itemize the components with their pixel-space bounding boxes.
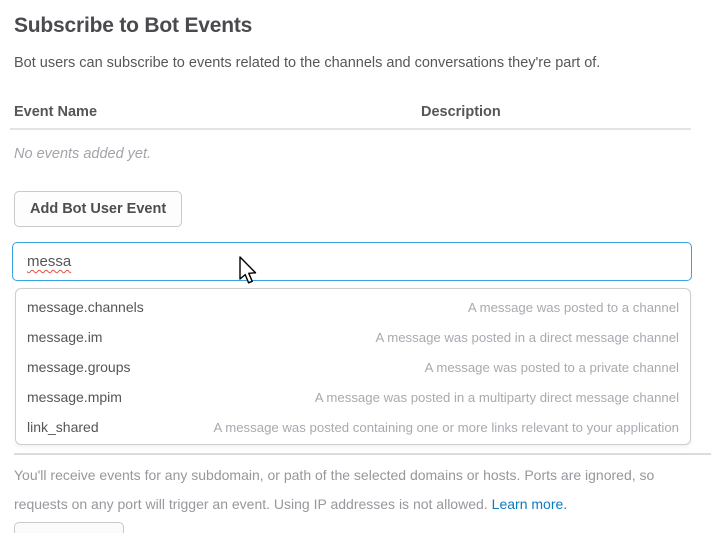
intro-text: Bot users can subscribe to events relate… xyxy=(14,55,601,71)
learn-more-link[interactable]: Learn more. xyxy=(491,496,568,512)
suggestion-name: message.mpim xyxy=(27,389,122,405)
column-header-event-name: Event Name xyxy=(14,104,98,120)
suggestion-name: message.im xyxy=(27,329,103,345)
event-suggestions-dropdown: message.channels A message was posted to… xyxy=(15,288,691,445)
event-search-value: messa xyxy=(27,253,72,270)
event-search-input[interactable]: messa xyxy=(12,242,692,281)
empty-events-message: No events added yet. xyxy=(14,146,152,162)
suggestion-description: A message was posted in a direct message… xyxy=(375,329,680,345)
suggestion-message-channels[interactable]: message.channels A message was posted to… xyxy=(16,292,690,322)
domains-note-text: You'll receive events for any subdomain,… xyxy=(14,467,655,512)
suggestion-name: message.channels xyxy=(27,299,144,315)
suggestion-message-im[interactable]: message.im A message was posted in a dir… xyxy=(16,322,690,352)
suggestion-message-mpim[interactable]: message.mpim A message was posted in a m… xyxy=(16,382,690,412)
page-title: Subscribe to Bot Events xyxy=(14,14,253,37)
partial-bottom-button[interactable] xyxy=(14,522,124,533)
suggestion-description: A message was posted in a multiparty dir… xyxy=(314,389,679,405)
domains-note: You'll receive events for any subdomain,… xyxy=(14,461,674,519)
table-header-divider xyxy=(10,128,691,130)
section-divider xyxy=(14,453,711,455)
suggestion-link-shared[interactable]: link_shared A message was posted contain… xyxy=(16,412,690,442)
suggestion-name: link_shared xyxy=(27,419,99,435)
suggestion-description: A message was posted to a channel xyxy=(467,299,679,315)
suggestion-name: message.groups xyxy=(27,359,131,375)
suggestion-description: A message was posted containing one or m… xyxy=(213,419,680,435)
add-bot-user-event-button[interactable]: Add Bot User Event xyxy=(14,191,183,227)
suggestion-message-groups[interactable]: message.groups A message was posted to a… xyxy=(16,352,690,382)
column-header-description: Description xyxy=(421,104,501,120)
suggestion-description: A message was posted to a private channe… xyxy=(424,359,679,375)
